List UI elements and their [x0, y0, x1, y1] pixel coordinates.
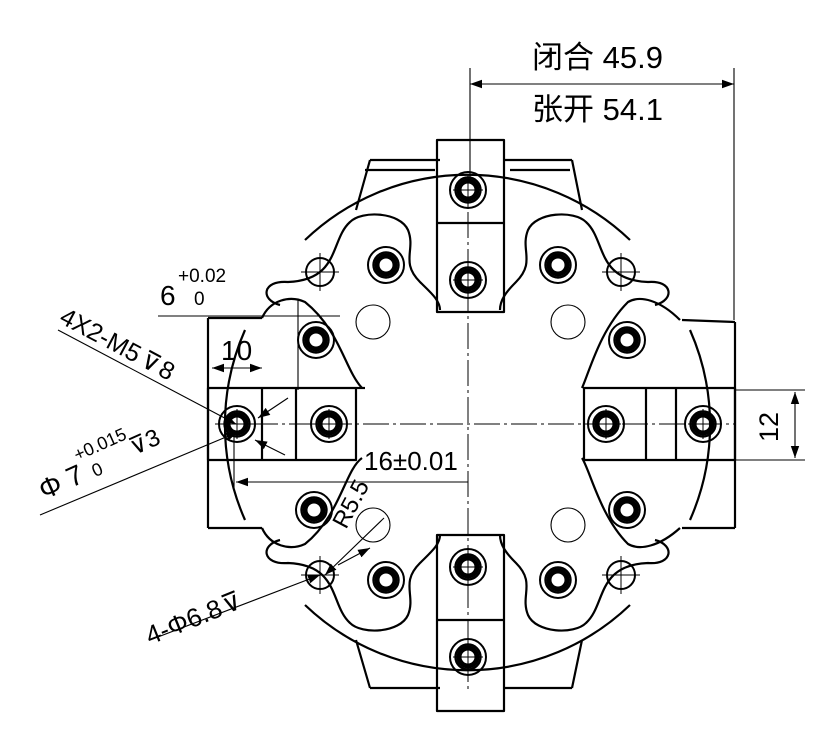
dim-slot-label: 12: [754, 412, 784, 442]
dim-offset-label: 10: [221, 335, 252, 366]
dim-center-distance: 16±0.01: [233, 430, 468, 488]
dim-radius: R5.5: [324, 475, 385, 576]
thread-callout: 4X2-M5⊽8: [55, 303, 289, 425]
dowel-depth: ⊽3: [125, 424, 164, 461]
dim-slot-width: 12: [736, 389, 805, 461]
dowel-minus: 0: [89, 459, 106, 481]
center-lines: [215, 175, 735, 690]
dim-hole-main: 6: [160, 280, 176, 311]
dim-hole-plus: +0.02: [178, 266, 226, 287]
jaw-bottom: [435, 533, 506, 713]
thread-label: 4X2-M5⊽8: [55, 303, 179, 387]
dim-hole-minus: 0: [194, 289, 205, 310]
body-outline: [206, 158, 737, 690]
dim-center-label: 16±0.01: [364, 446, 458, 476]
dim-width: 闭合 45.9 张开 54.1: [469, 40, 735, 320]
dowel-plus: +0.015: [71, 424, 130, 465]
dim-open-label: 张开 54.1: [532, 92, 663, 127]
mounting-holes: [296, 247, 645, 598]
dim-jaw-offset: 10: [212, 335, 262, 373]
dim-closed-label: 闭合 45.9: [532, 40, 663, 75]
dim-hole-tolerance: 6 +0.02 0: [158, 266, 340, 390]
thru-hole-label: 4-Φ6.8⊽: [141, 585, 246, 651]
jaw-lobes: [260, 213, 681, 632]
